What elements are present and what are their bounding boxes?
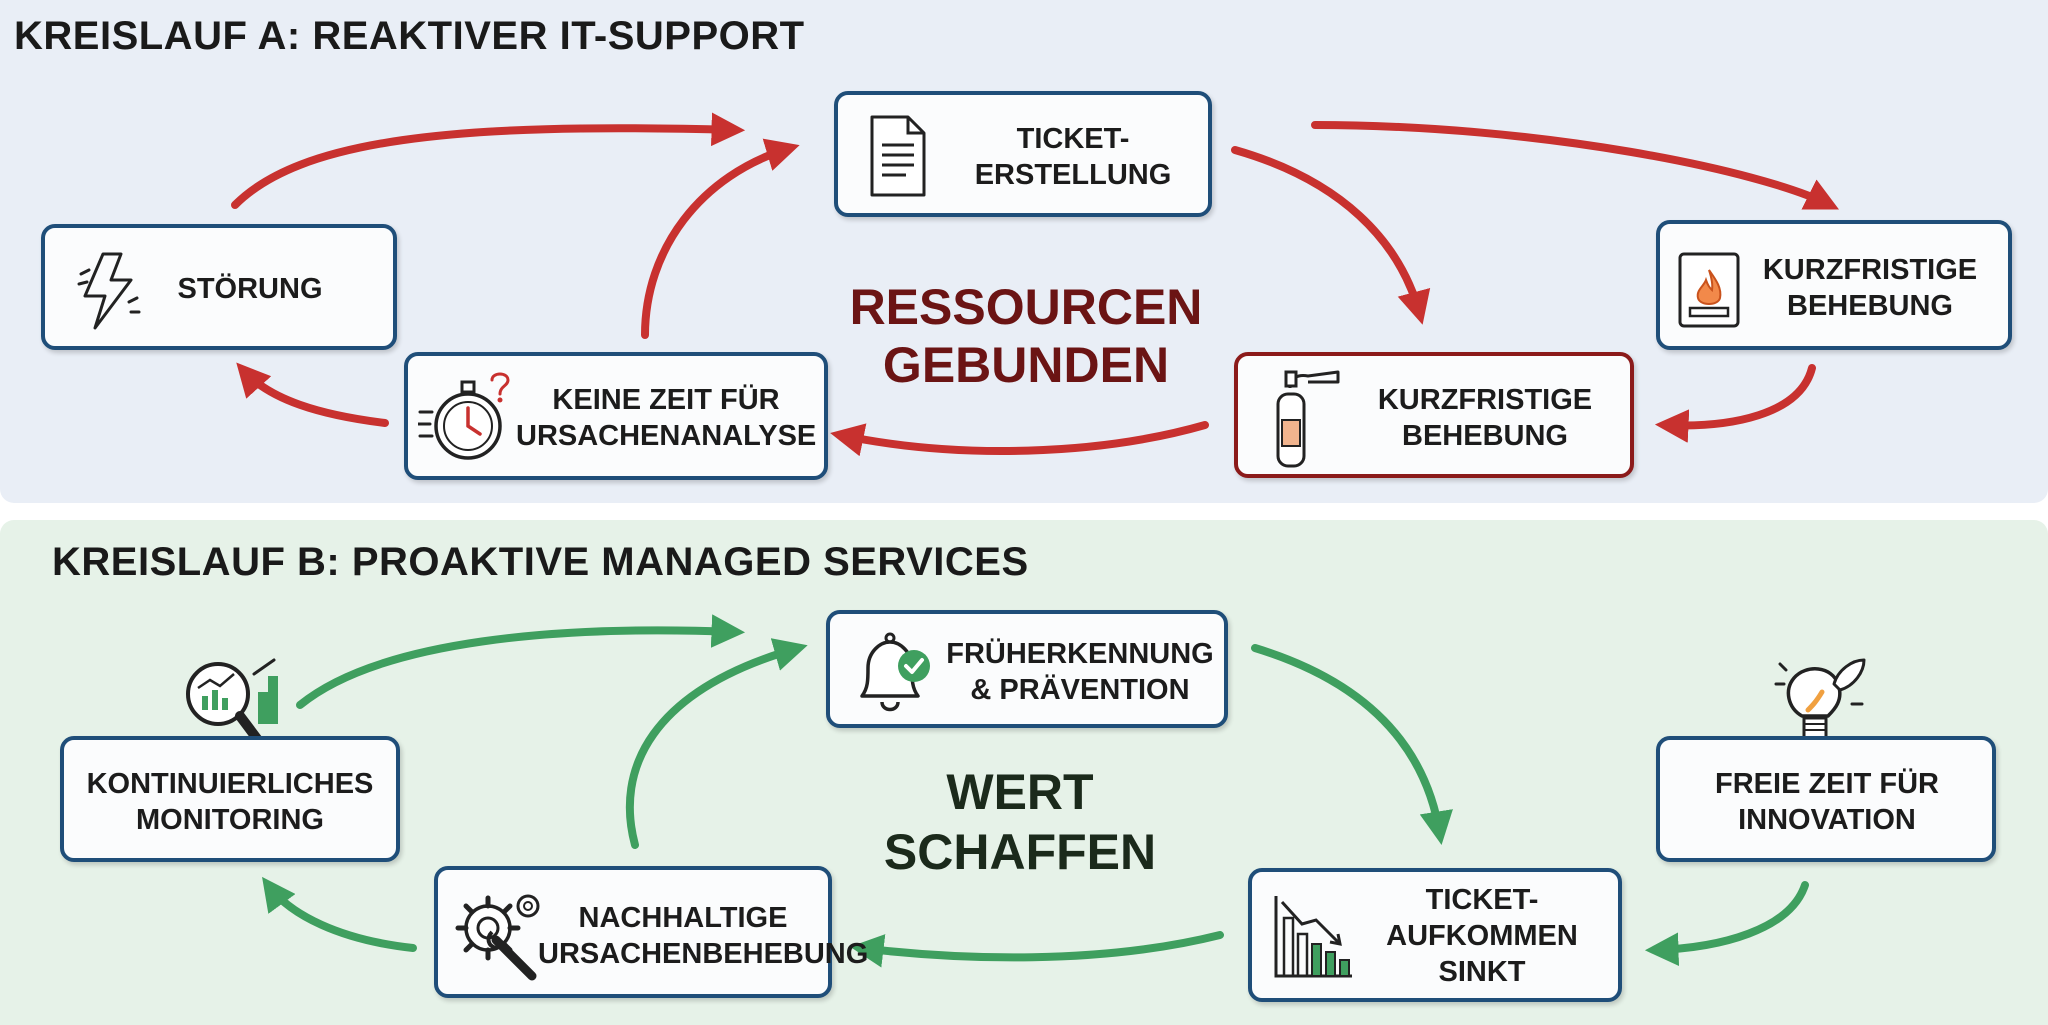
node-freie-zeit: FREIE ZEIT FÜR INNOVATION	[1656, 736, 1996, 862]
arrow-a-keine-to-stoerung	[236, 362, 389, 427]
arrow-b-frueh-to-ticket	[1251, 644, 1453, 845]
node-ticket-aufkommen: TICKET- AUFKOMMEN SINKT	[1248, 868, 1622, 1002]
node-ticket-erstellung: TICKET- ERSTELLUNG	[834, 91, 1212, 217]
arrow-a-center-to-keine	[830, 421, 1209, 457]
node-keine-zeit-label: KEINE ZEIT FÜR URSACHENANALYSE	[516, 384, 817, 452]
node-nachhaltige: NACHHALTIGE URSACHENBEHEBUNG	[434, 866, 869, 998]
magnifier-chart-icon	[186, 658, 278, 753]
node-kurzfristige-behebung-right: KURZFRISTIGE BEHEBUNG	[1656, 220, 2012, 350]
node-kurzfristige-behebung-center-label: KURZFRISTIGE BEHEBUNG	[1377, 384, 1593, 452]
gear-wrench-icon	[455, 894, 540, 981]
node-frueherkennung-label: FRÜHERKENNUNG & PRÄVENTION	[946, 638, 1214, 706]
arrow-a-stoerung-to-ticket	[231, 112, 746, 209]
node-keine-zeit: KEINE ZEIT FÜR URSACHENANALYSE	[404, 352, 828, 480]
arrow-b-ticket-to-nachhaltige	[849, 931, 1224, 968]
node-frueherkennung: FRÜHERKENNUNG & PRÄVENTION	[826, 610, 1228, 728]
node-monitoring-label: KONTINUIERLICHES MONITORING	[86, 768, 374, 836]
node-stoerung: STÖRUNG	[41, 224, 397, 350]
node-kurzfristige-behebung-center: KURZFRISTIGE BEHEBUNG	[1234, 352, 1634, 478]
cycle-b-center-label: WERT SCHAFFEN	[883, 764, 1157, 880]
declining-chart-icon	[1274, 896, 1352, 978]
arrow-b-nachhaltige-to-monitoring	[262, 876, 417, 952]
cycle-b-title: KREISLAUF B: PROAKTIVE MANAGED SERVICES	[52, 540, 1029, 584]
document-icon	[870, 115, 926, 197]
node-freie-zeit-label: FREIE ZEIT FÜR INNOVATION	[1715, 768, 1939, 836]
node-stoerung-label: STÖRUNG	[177, 273, 323, 305]
node-ticket-aufkommen-label: TICKET- AUFKOMMEN SINKT	[1386, 884, 1578, 988]
arrow-b-monitoring-to-frueh	[296, 614, 746, 709]
arrow-b-freie-to-ticket	[1644, 881, 1809, 967]
arrow-a-keine-to-ticket	[641, 138, 800, 339]
arrow-a-ticket-top-right	[1311, 121, 1840, 210]
arrow-b-nachhaltige-to-frueh	[625, 638, 808, 849]
lightning-icon	[77, 252, 141, 330]
bell-check-icon	[860, 632, 930, 712]
fire-icon	[1678, 252, 1740, 328]
node-monitoring: KONTINUIERLICHES MONITORING	[60, 736, 400, 862]
cycle-a-title: KREISLAUF A: REAKTIVER IT-SUPPORT	[14, 14, 805, 58]
stopwatch-icon	[418, 372, 510, 460]
fire-extinguisher-icon	[1276, 370, 1340, 468]
node-nachhaltige-label: NACHHALTIGE URSACHENBEHEBUNG	[538, 902, 869, 970]
arrow-a-right-to-center	[1654, 364, 1816, 443]
cycle-a-center-label: RESSOURCEN GEBUNDEN	[849, 279, 1203, 393]
node-ticket-erstellung-label: TICKET- ERSTELLUNG	[974, 123, 1172, 191]
node-kurzfristige-behebung-right-label: KURZFRISTIGE BEHEBUNG	[1762, 254, 1978, 322]
arrow-a-ticket-to-center	[1231, 146, 1431, 325]
